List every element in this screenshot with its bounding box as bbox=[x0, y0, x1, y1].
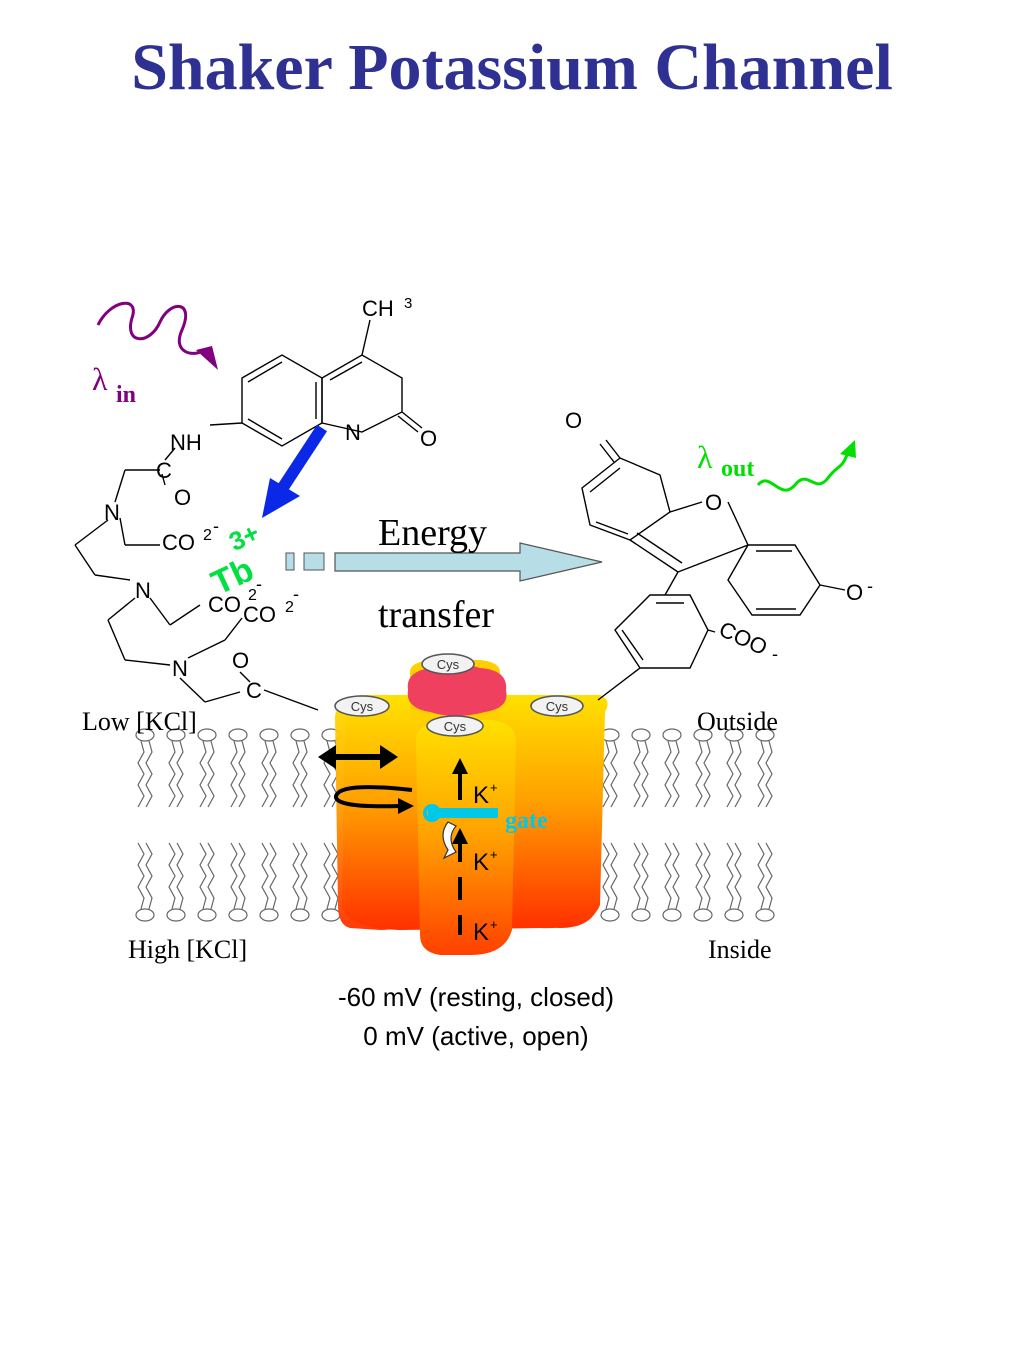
label-outside: Outside bbox=[697, 707, 778, 736]
svg-text:CO: CO bbox=[208, 592, 241, 617]
excitation-wave-icon bbox=[96, 301, 218, 370]
sensitization-arrow-icon bbox=[262, 424, 328, 518]
svg-text:+: + bbox=[490, 780, 498, 795]
svg-text:O: O bbox=[174, 485, 191, 510]
rotation-arrow-icon bbox=[334, 785, 414, 814]
svg-text:C: C bbox=[246, 678, 262, 703]
svg-text:K: K bbox=[473, 919, 489, 946]
svg-text:N: N bbox=[345, 420, 361, 445]
svg-text:3: 3 bbox=[404, 295, 412, 312]
gate-bar bbox=[428, 808, 498, 818]
energy-transfer-arrow bbox=[285, 542, 603, 582]
svg-text:O: O bbox=[232, 648, 249, 673]
ion-label-bottom: K + bbox=[473, 917, 498, 946]
voltage-resting: -60 mV (resting, closed) bbox=[338, 982, 614, 1012]
svg-text:N: N bbox=[172, 656, 188, 681]
svg-text:-: - bbox=[772, 644, 778, 664]
gate-label: gate bbox=[505, 808, 548, 834]
cys-left: Cys bbox=[334, 695, 390, 717]
svg-text:C: C bbox=[156, 458, 172, 483]
svg-text:λ: λ bbox=[92, 361, 108, 397]
svg-text:-: - bbox=[867, 576, 873, 596]
svg-text:Cys: Cys bbox=[546, 699, 569, 714]
svg-text:N: N bbox=[104, 500, 120, 525]
energy-transfer-line1: Energy bbox=[378, 512, 487, 554]
energy-transfer-line2: transfer bbox=[378, 594, 494, 636]
svg-text:CO: CO bbox=[243, 602, 276, 627]
svg-text:COO: COO bbox=[715, 616, 771, 660]
cys-top: Cys bbox=[421, 653, 475, 675]
svg-text:-: - bbox=[256, 574, 262, 594]
translation-arrow-icon bbox=[318, 745, 398, 769]
cys-right: Cys bbox=[530, 695, 584, 717]
svg-text:2: 2 bbox=[248, 587, 257, 604]
svg-text:Cys: Cys bbox=[437, 657, 460, 672]
emission-wavelength: λ out bbox=[697, 439, 754, 482]
ion-label-middle: K + bbox=[473, 847, 498, 876]
svg-text:+: + bbox=[490, 917, 498, 932]
svg-text:N: N bbox=[135, 578, 151, 603]
svg-text:2: 2 bbox=[203, 527, 212, 544]
potassium-channel: Cys Cys Cys Cys gate K + bbox=[318, 653, 608, 955]
label-high-kcl: High [KCl] bbox=[128, 935, 247, 964]
donor-atom-labels: CH 3 N O NH C O N CO 2 - N CO 2 - CO 2 -… bbox=[104, 295, 437, 703]
svg-text:Cys: Cys bbox=[444, 719, 467, 734]
pore-region bbox=[407, 664, 507, 716]
cys-front: Cys bbox=[426, 715, 484, 737]
svg-text:-: - bbox=[293, 584, 299, 604]
svg-text:O: O bbox=[705, 490, 722, 515]
svg-text:O: O bbox=[846, 580, 863, 605]
svg-text:-: - bbox=[213, 516, 219, 536]
svg-text:CO: CO bbox=[162, 530, 195, 555]
channel-front-subunit bbox=[416, 720, 516, 955]
label-inside: Inside bbox=[708, 935, 772, 964]
svg-text:O: O bbox=[565, 408, 582, 433]
emission-wave-icon bbox=[756, 440, 856, 492]
gate-rotation-icon bbox=[442, 821, 457, 860]
svg-text:λ: λ bbox=[697, 439, 713, 475]
svg-text:2: 2 bbox=[285, 599, 294, 616]
svg-text:3+: 3+ bbox=[224, 517, 264, 557]
svg-text:+: + bbox=[490, 847, 498, 862]
svg-text:CH: CH bbox=[362, 296, 394, 321]
svg-text:Cys: Cys bbox=[351, 699, 374, 714]
svg-text:in: in bbox=[116, 382, 136, 408]
label-low-kcl: Low [KCl] bbox=[82, 707, 197, 736]
svg-text:NH: NH bbox=[170, 430, 202, 455]
voltage-active: 0 mV (active, open) bbox=[363, 1021, 588, 1051]
acceptor-molecule bbox=[581, 439, 846, 701]
excitation-wavelength: λ in bbox=[92, 361, 136, 408]
ion-label-top: K + bbox=[473, 780, 498, 809]
svg-text:K: K bbox=[473, 782, 489, 809]
svg-text:O: O bbox=[420, 426, 437, 451]
svg-text:out: out bbox=[721, 456, 754, 482]
svg-text:K: K bbox=[473, 849, 489, 876]
page-title: Shaker Potassium Channel bbox=[131, 31, 893, 104]
donor-molecule bbox=[74, 319, 423, 711]
